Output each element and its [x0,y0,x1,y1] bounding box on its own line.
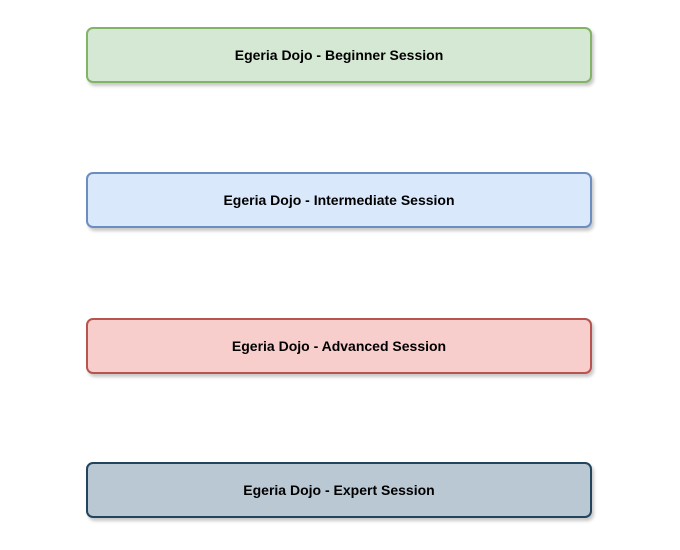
advanced-session-box[interactable]: Egeria Dojo - Advanced Session [86,318,592,374]
beginner-session-box[interactable]: Egeria Dojo - Beginner Session [86,27,592,83]
intermediate-session-box[interactable]: Egeria Dojo - Intermediate Session [86,172,592,228]
expert-session-label: Egeria Dojo - Expert Session [243,482,435,498]
intermediate-session-label: Egeria Dojo - Intermediate Session [223,192,455,208]
advanced-session-label: Egeria Dojo - Advanced Session [231,338,447,354]
beginner-session-label: Egeria Dojo - Beginner Session [234,47,444,63]
expert-session-box[interactable]: Egeria Dojo - Expert Session [86,462,592,518]
